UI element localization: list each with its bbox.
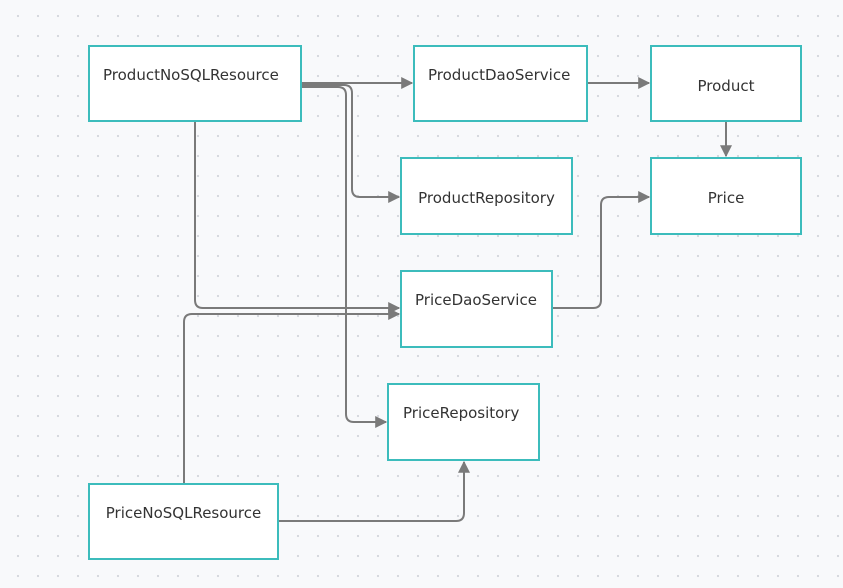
node-label: PriceNoSQLResource xyxy=(105,504,262,522)
node-price-repository[interactable]: PriceRepository xyxy=(387,383,540,461)
node-label: ProductNoSQLResource xyxy=(103,66,279,84)
edge-productnosqlresource-to-productrepository xyxy=(302,84,401,203)
node-price[interactable]: Price xyxy=(650,157,802,235)
node-label: PriceDaoService xyxy=(415,291,537,309)
node-product-nosql-resource[interactable]: ProductNoSQLResource xyxy=(88,45,302,122)
node-product-repository[interactable]: ProductRepository xyxy=(400,157,573,235)
node-product-dao-service[interactable]: ProductDaoService xyxy=(413,45,588,122)
edge-productnosqlresource-to-pricedaoservice xyxy=(194,122,401,314)
edge-pricedaoservice-to-price xyxy=(553,191,651,309)
edge-pricenosqlresource-to-pricerepository xyxy=(279,460,470,522)
node-product[interactable]: Product xyxy=(650,45,802,122)
node-label: ProductRepository xyxy=(418,189,555,207)
node-price-dao-service[interactable]: PriceDaoService xyxy=(400,270,553,348)
node-label: Product xyxy=(697,77,755,95)
node-label: PriceRepository xyxy=(403,404,520,422)
node-label: ProductDaoService xyxy=(428,66,571,84)
edge-pricenosqlresource-to-pricedaoservice xyxy=(183,308,401,484)
edge-productnosqlresource-to-pricerepository xyxy=(302,86,388,428)
node-price-nosql-resource[interactable]: PriceNoSQLResource xyxy=(88,483,279,560)
node-label: Price xyxy=(707,189,745,207)
